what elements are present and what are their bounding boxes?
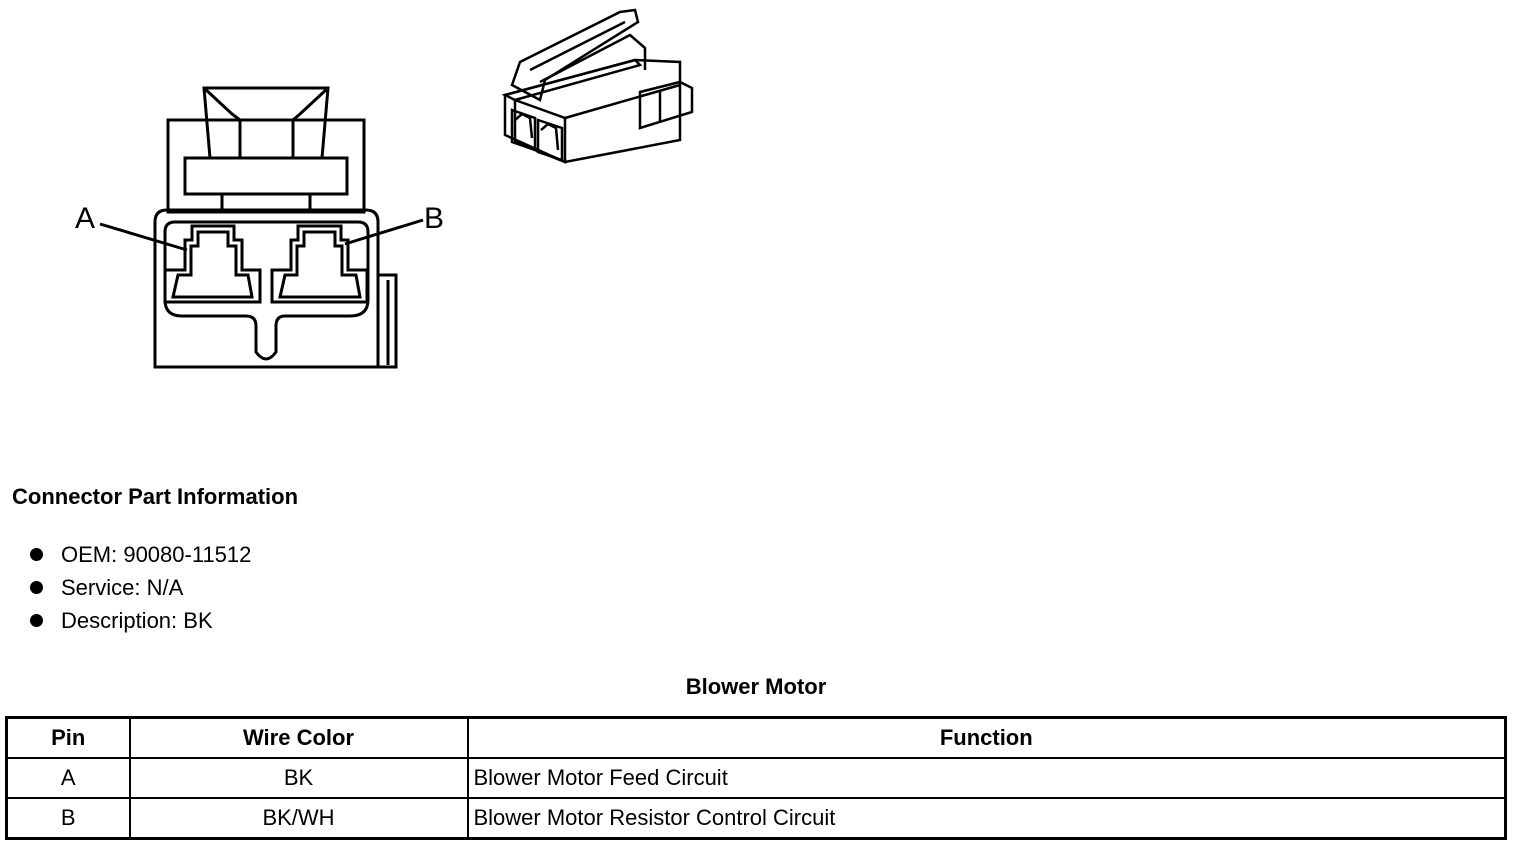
bullet-icon bbox=[30, 614, 43, 627]
header-pin: Pin bbox=[5, 716, 131, 759]
connector-description: Description: BK bbox=[61, 607, 213, 633]
pin-b-label: B bbox=[424, 202, 444, 235]
table-title: Blower Motor bbox=[685, 674, 827, 699]
list-item: OEM: 90080-11512 bbox=[30, 538, 251, 571]
header-function: Function bbox=[466, 716, 1507, 759]
connector-illustration: A B bbox=[75, 8, 694, 369]
service-part-number: Service: N/A bbox=[61, 574, 184, 600]
connector-isometric-view bbox=[501, 8, 694, 164]
table-header-row: Pin Wire Color Function bbox=[5, 716, 1507, 759]
header-wire-color: Wire Color bbox=[128, 716, 469, 759]
list-item: Service: N/A bbox=[30, 571, 251, 604]
list-item: Description: BK bbox=[30, 604, 251, 637]
part-info-list: OEM: 90080-11512 Service: N/A Descriptio… bbox=[30, 538, 251, 637]
bullet-icon bbox=[30, 548, 43, 561]
oem-part-number: OEM: 90080-11512 bbox=[61, 541, 252, 567]
cell-function: Blower Motor Feed Circuit bbox=[466, 757, 1507, 799]
connector-face-view bbox=[99, 86, 424, 369]
cell-function: Blower Motor Resistor Control Circuit bbox=[466, 797, 1507, 840]
bullet-icon bbox=[30, 581, 43, 594]
cell-pin: B bbox=[5, 797, 131, 840]
table-row: A BK Blower Motor Feed Circuit bbox=[5, 757, 1507, 799]
cell-wire-color: BK/WH bbox=[128, 797, 469, 840]
cell-pin: A bbox=[5, 757, 131, 799]
pinout-table: Pin Wire Color Function A BK Blower Moto… bbox=[5, 716, 1507, 840]
section-title: Connector Part Information bbox=[12, 484, 299, 509]
cell-wire-color: BK bbox=[128, 757, 469, 799]
table-row: B BK/WH Blower Motor Resistor Control Ci… bbox=[5, 797, 1507, 840]
pin-a-label: A bbox=[75, 202, 95, 235]
